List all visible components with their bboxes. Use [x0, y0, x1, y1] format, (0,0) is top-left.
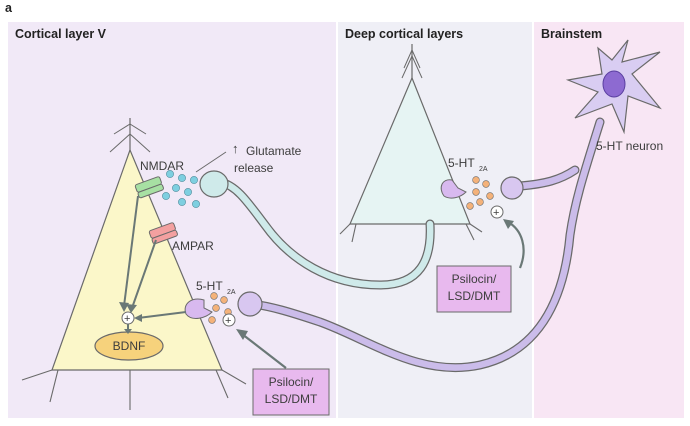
cortex-5ht-plus-circle: [222, 313, 236, 327]
drug-box-deep-line1: Psilocin/: [452, 272, 497, 286]
signalling-arrowheads: [119, 302, 142, 334]
deep-pyramidal-neuron: [349, 76, 471, 225]
deep-plus-sign: +: [493, 207, 499, 219]
deep-serotonin-vesicles: [466, 176, 494, 210]
deep-axon: [216, 178, 434, 289]
label-cortex-5ht-sub: 2A: [227, 289, 236, 296]
cortex-serotonin-vesicles: [208, 292, 232, 324]
signalling-arrows: [123, 195, 187, 330]
drug-box-cortex-line1: Psilocin/: [269, 375, 314, 389]
drug-box-cortex-line2: LSD/DMT: [265, 392, 318, 406]
serotonin-neuron-nucleus: [602, 70, 626, 98]
serotonin-axon: [248, 118, 604, 371]
nmdar-receptor: [134, 176, 164, 199]
serotonin-branch: [516, 166, 579, 190]
glutamate-up-arrow: ↑: [232, 141, 239, 156]
label-deep-5ht-sub: 2A: [479, 166, 488, 173]
deep-basal-dendrites: [339, 223, 483, 243]
label-ampar: AMPAR: [172, 239, 214, 253]
panel-letter: a: [5, 1, 13, 15]
label-glutamate-line1: Glutamate: [246, 144, 302, 158]
label-glutamate-line2: release: [234, 161, 274, 175]
glutamate-terminal: [199, 170, 229, 198]
label-nmdar: NMDAR: [140, 159, 184, 173]
drug-box-cortex: [252, 368, 330, 416]
drug-box-deep-line2: LSD/DMT: [448, 289, 501, 303]
glutamate-leader-line: [195, 151, 227, 173]
glutamate-vesicles: [162, 170, 200, 208]
region-title-cortical-layer-v: Cortical layer V: [15, 27, 107, 41]
drug-arrow-cortex: [241, 333, 287, 369]
cortex-5ht-plus-sign: +: [225, 315, 231, 327]
cortex-pyramidal-neuron: [51, 148, 223, 371]
label-5ht-neuron: 5-HT neuron: [596, 139, 663, 153]
serotonin-terminal-cortex: [237, 291, 263, 317]
label-deep-5ht: 5-HT: [448, 156, 475, 170]
ampar-receptor: [148, 222, 178, 245]
cortex-dendrite-tufts: [109, 123, 151, 153]
deep-dendrite-tufts: [401, 49, 423, 79]
deep-5ht2a-receptor: [440, 179, 467, 199]
cortex-basal-dendrites: [21, 369, 247, 410]
deep-plus-circle: [490, 205, 504, 219]
cortex-5ht2a-receptor: [184, 298, 213, 319]
drug-box-deep: [436, 265, 512, 313]
label-cortex-5ht: 5-HT: [196, 279, 223, 293]
label-bdnf: BDNF: [113, 339, 146, 353]
drug-arrowhead-cortex: [236, 329, 248, 340]
bdnf-plus-sign: +: [124, 313, 130, 325]
serotonin-terminal-deep: [500, 176, 524, 200]
region-title-brainstem: Brainstem: [541, 27, 602, 41]
drug-arrowhead-deep: [503, 219, 514, 229]
region-title-deep-cortical-layers: Deep cortical layers: [345, 27, 463, 41]
